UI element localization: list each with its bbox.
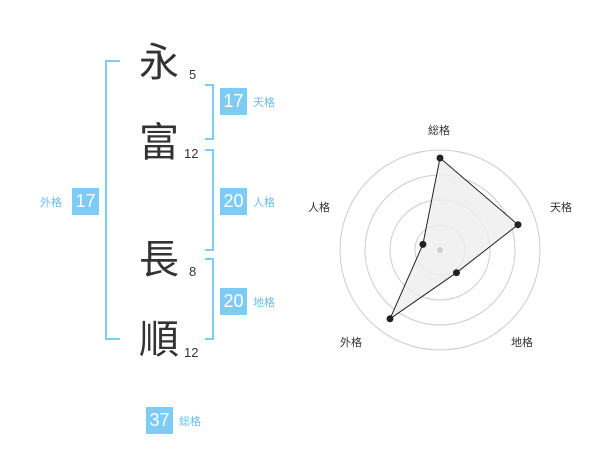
stroke-count-3: 8 [189, 264, 197, 279]
chikaku-value-badge: 20 [220, 288, 247, 315]
radar-points [386, 154, 522, 323]
radar-ring [339, 149, 541, 351]
stroke-count-2: 12 [184, 146, 199, 161]
radar-point [514, 221, 522, 229]
jinkaku-value-badge: 20 [220, 188, 247, 215]
tenkaku-value-badge: 17 [220, 88, 247, 115]
radar-point [436, 154, 444, 162]
chikaku-label: 地格 [253, 296, 275, 309]
radar-label-chikaku: 地格 [511, 336, 533, 349]
radar-point [453, 269, 460, 277]
jinkaku-bracket [205, 149, 214, 251]
name-char-2: 富 [139, 120, 179, 166]
stroke-count-1: 5 [189, 67, 197, 82]
radar-point [386, 315, 394, 323]
radar-center-dot [437, 247, 443, 253]
tenkaku-label: 天格 [253, 96, 275, 109]
name-char-1: 永 [139, 40, 179, 86]
name-char-4: 順 [139, 317, 179, 363]
radar-label-soukaku: 総格 [428, 124, 450, 137]
tenkaku-bracket [205, 84, 214, 140]
radar-label-tenkaku: 天格 [550, 201, 572, 214]
gaikaku-bracket [105, 60, 120, 340]
jinkaku-label: 人格 [253, 196, 275, 209]
soukaku-label: 総格 [179, 415, 201, 428]
gaikaku-value-badge: 17 [72, 188, 99, 215]
name-char-3: 長 [139, 237, 179, 283]
chikaku-bracket [205, 258, 214, 340]
radar-point [419, 240, 427, 248]
radar-area [388, 157, 519, 321]
radar-label-gaikaku: 外格 [340, 336, 362, 349]
soukaku-value-badge: 37 [146, 407, 173, 434]
radar-label-jinkaku: 人格 [308, 201, 330, 214]
stroke-count-4: 12 [184, 345, 199, 360]
gaikaku-label: 外格 [40, 196, 62, 209]
